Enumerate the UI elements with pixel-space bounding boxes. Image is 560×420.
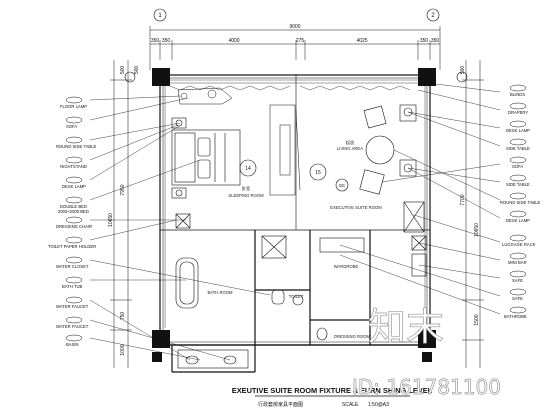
structural-columns (152, 68, 436, 362)
left-callouts (89, 95, 271, 361)
callout-label: DOUBLE BED (60, 204, 87, 209)
callout-label: SIDE TABLE (506, 182, 530, 187)
callout-label: LUGGAGE RACK (502, 242, 536, 247)
callout-label: DRESSING CHAIR (56, 224, 92, 229)
right-dim-labels: 500 7700 1500 10650 (460, 66, 480, 326)
room-number: 14 (245, 166, 251, 172)
left-dim: 750 (120, 312, 126, 321)
callout-label: BLINDS (510, 92, 525, 97)
right-callouts (339, 81, 501, 315)
suite-mark-bubble (335, 178, 349, 192)
callout-label: WATER CLOSET (56, 264, 89, 269)
building-walls (159, 74, 431, 373)
sleeping-room-cn: 卧室 (242, 185, 250, 192)
seg-dim: 350 (162, 38, 171, 44)
seg-dim: 275 (296, 38, 305, 44)
callout-label: NIGHTSTAND (60, 164, 87, 169)
living-area-label: LIVING AREA (337, 146, 363, 151)
left-dim: 500 (120, 66, 126, 75)
left-dim-labels: 500 500 7950 750 1000 10650 (108, 66, 140, 356)
dressing-room-label: DRESSING ROOM (334, 334, 371, 339)
callout-label: WATER FAUCET (56, 304, 89, 309)
top-dimensions (149, 26, 441, 70)
left-dim: 7950 (120, 184, 126, 195)
left-dim: 1000 (120, 344, 126, 355)
seg-dim: 350 (151, 38, 160, 44)
overall-width-dim: 9000 (289, 24, 300, 30)
scale-value: 1:50@A3 (368, 402, 389, 408)
toilet-label: TOILET (289, 294, 304, 299)
left-dim: 500 (134, 66, 140, 75)
right-dim: 500 (460, 66, 466, 75)
living-furniture (359, 104, 425, 233)
callout-label: TOILET PAPER HOLDER (48, 244, 96, 249)
side-dimensions (110, 60, 484, 368)
grid-mark-1: 1 (158, 13, 162, 19)
drawing-title: EXEUTIVE SUITE ROOM FIXTURE & FURN SHING… (232, 386, 433, 395)
right-callout-texts: BLINDS DRAPERY DESK LAMP SIDE TABLE SOFA… (500, 92, 541, 319)
seg-dim: 4000 (228, 38, 239, 44)
callout-label: SAFE (512, 278, 523, 283)
watermark-id: ID: 161781100 (352, 375, 501, 399)
callout-label: ROUND SIDE TABLE (56, 144, 97, 149)
scale-label: SCALE (342, 402, 359, 408)
living-area-cn: 起居 (346, 140, 354, 146)
wardrobe-label: WARDROBE (334, 264, 359, 269)
double-bed (171, 117, 241, 199)
grid-mark-2: 2 (431, 13, 435, 19)
callout-label: SIDE TABLE (506, 146, 530, 151)
drawing-subtitle-cn: 行政套房家具平面图 (258, 401, 303, 408)
suite-room-label: EXECUTIVE SUITE ROOM (330, 205, 382, 210)
desk-area (269, 104, 301, 196)
callout-label: SOFA (512, 164, 523, 169)
room-15-bubble (309, 163, 327, 181)
room-14-bubble (239, 159, 257, 177)
grid-bubbles (124, 8, 468, 83)
right-dim: 7700 (460, 194, 466, 205)
callout-label: DESK LAMP (62, 184, 86, 189)
sleeping-room-label: SLEEPING ROOM (228, 193, 264, 198)
callout-label: DESK LAMP (506, 218, 530, 223)
seg-dim: 4025 (356, 38, 367, 44)
sofa-lounge (177, 87, 233, 105)
right-dim: 10650 (474, 223, 480, 237)
room-number: 15 (315, 170, 321, 176)
callout-label: BATH TUB (62, 284, 83, 289)
callout-label: SOFA (66, 124, 77, 129)
callout-label: WATER FAUCET (56, 324, 89, 329)
bathroom-fixtures (175, 213, 427, 369)
callout-sublabel: 2000×2000 BED (58, 209, 89, 214)
callout-label: DESK LAMP (506, 128, 530, 133)
suite-mark: BS (339, 183, 345, 188)
left-callout-texts: FLOOR LAMP SOFA ROUND SIDE TABLE NIGHTST… (48, 104, 97, 347)
curtain-lines (164, 79, 426, 328)
left-callout-bubbles (65, 96, 83, 342)
callout-label: ROUND SIDE TABLE (500, 200, 541, 205)
seg-dim: 350 (420, 38, 429, 44)
callout-label: DRAPERY (508, 110, 528, 115)
callout-label: FLOOR LAMP (60, 104, 87, 109)
right-callout-bubbles (509, 84, 527, 314)
callout-label: SAFE (512, 296, 523, 301)
segment-dims: 350 350 4000 275 4025 350 350 (151, 38, 440, 44)
right-dim: 1500 (474, 314, 480, 325)
callout-label: BASIN (66, 342, 79, 347)
seg-dim: 350 (431, 38, 440, 44)
callout-label: BATHROBE (504, 314, 527, 319)
callout-label: MINI BAR (508, 260, 527, 265)
watermark-brand: 知末 (368, 305, 444, 349)
bath-room-label: BATH ROOM (207, 290, 233, 295)
